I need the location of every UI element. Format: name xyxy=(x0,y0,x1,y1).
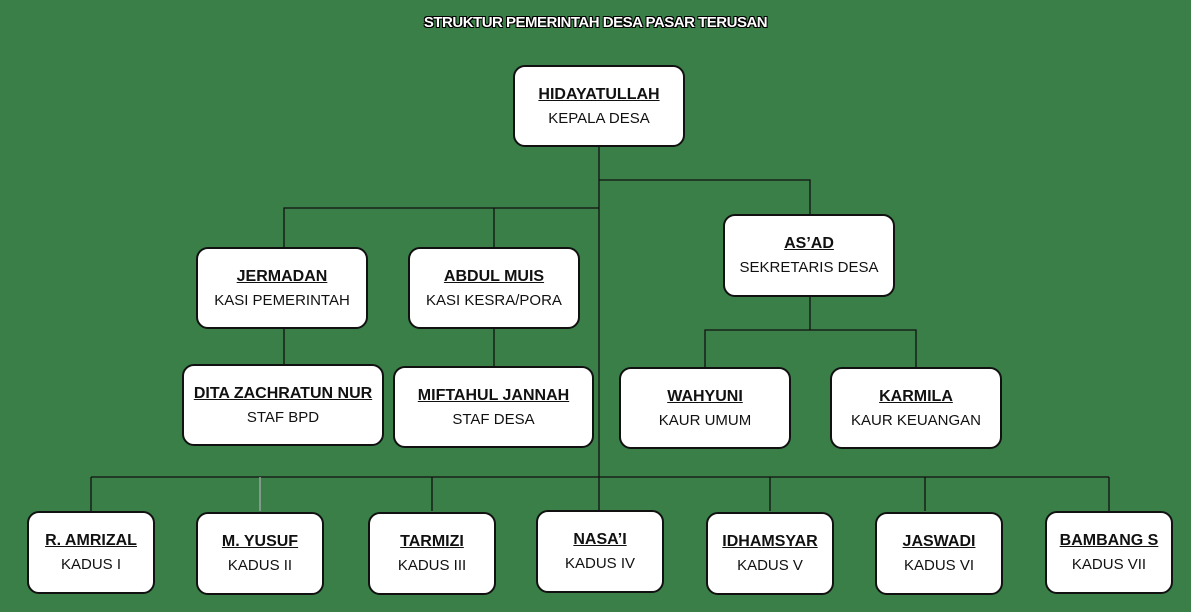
person-name: JERMADAN xyxy=(236,267,328,285)
kadus-7-box: BAMBANG S KADUS VII xyxy=(1045,511,1173,594)
sekretaris-desa-box: AS’AD SEKRETARIS DESA xyxy=(723,214,895,297)
staf-bpd-box: DITA ZACHRATUN NUR STAF BPD xyxy=(182,364,384,446)
person-name: IDHAMSYAR xyxy=(722,533,818,550)
person-role: KADUS III xyxy=(397,557,467,574)
kadus-6-box: JASWADI KADUS VI xyxy=(875,512,1003,595)
kaur-keuangan-box: KARMILA KAUR KEUANGAN xyxy=(830,367,1002,449)
connector xyxy=(704,329,917,367)
kasi-pemerintah-box: JERMADAN KASI PEMERINTAH xyxy=(196,247,368,329)
person-role: KADUS II xyxy=(227,557,293,574)
person-role: STAF DESA xyxy=(452,410,535,428)
person-name: TARMIZI xyxy=(400,533,464,550)
person-name: DITA ZACHRATUN NUR xyxy=(193,384,373,402)
person-role: KEPALA DESA xyxy=(548,109,650,127)
person-role: KADUS V xyxy=(737,557,803,574)
connector xyxy=(599,179,811,214)
kasi-kesra-box: ABDUL MUIS KASI KESRA/PORA xyxy=(408,247,580,329)
person-name: AS’AD xyxy=(784,235,834,252)
person-role: KASI KESRA/PORA xyxy=(426,291,562,309)
person-name: MIFTAHUL JANNAH xyxy=(417,386,570,404)
person-name: R. AMRIZAL xyxy=(45,532,137,549)
person-role: SEKRETARIS DESA xyxy=(739,259,879,276)
person-name: M. YUSUF xyxy=(221,533,299,550)
kadus-1-box: R. AMRIZAL KADUS I xyxy=(27,511,155,594)
chart-title: STRUKTUR PEMERINTAH DESA PASAR TERUSAN xyxy=(423,14,768,31)
person-role: KADUS I xyxy=(60,556,121,573)
person-name: WAHYUNI xyxy=(667,387,743,405)
staf-desa-box: MIFTAHUL JANNAH STAF DESA xyxy=(393,366,594,448)
kadus-5-box: IDHAMSYAR KADUS V xyxy=(706,512,834,595)
person-role: KADUS VI xyxy=(903,557,975,574)
person-name: JASWADI xyxy=(902,533,976,550)
kaur-umum-box: WAHYUNI KAUR UMUM xyxy=(619,367,791,449)
person-role: KASI PEMERINTAH xyxy=(214,291,350,309)
person-role: KADUS VII xyxy=(1071,556,1147,573)
person-name: HIDAYATULLAH xyxy=(538,85,660,103)
person-role: KADUS IV xyxy=(564,555,636,572)
person-name: BAMBANG S xyxy=(1059,532,1159,549)
person-name: KARMILA xyxy=(879,387,953,405)
kadus-3-box: TARMIZI KADUS III xyxy=(368,512,496,595)
person-name: NASA’I xyxy=(573,531,627,548)
kadus-2-box: M. YUSUF KADUS II xyxy=(196,512,324,595)
person-name: ABDUL MUIS xyxy=(443,267,545,285)
kepala-desa-box: HIDAYATULLAH KEPALA DESA xyxy=(513,65,685,147)
person-role: KAUR KEUANGAN xyxy=(850,411,982,429)
person-role: KAUR UMUM xyxy=(658,411,752,429)
person-role: STAF BPD xyxy=(246,408,320,426)
connector xyxy=(283,207,599,247)
kadus-4-box: NASA’I KADUS IV xyxy=(536,510,664,593)
